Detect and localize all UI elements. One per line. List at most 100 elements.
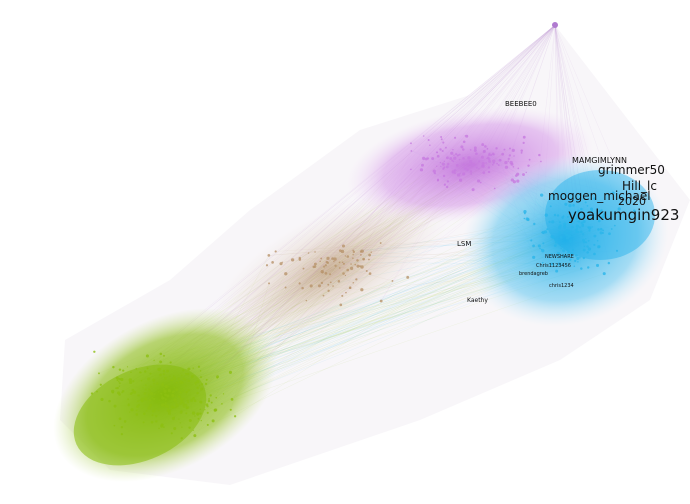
graph-node[interactable] bbox=[449, 157, 453, 161]
node-label[interactable]: 2020 bbox=[618, 195, 646, 208]
graph-node[interactable] bbox=[422, 156, 426, 160]
graph-node[interactable] bbox=[151, 409, 155, 413]
graph-node[interactable] bbox=[302, 267, 305, 270]
graph-node[interactable] bbox=[146, 367, 149, 370]
graph-node[interactable] bbox=[477, 179, 481, 183]
graph-node[interactable] bbox=[572, 216, 574, 218]
graph-node[interactable] bbox=[173, 386, 176, 389]
graph-node[interactable] bbox=[192, 429, 194, 431]
hub-node[interactable] bbox=[552, 22, 558, 28]
graph-node[interactable] bbox=[150, 420, 154, 424]
graph-node[interactable] bbox=[470, 173, 473, 175]
graph-node[interactable] bbox=[181, 426, 183, 428]
graph-node[interactable] bbox=[588, 229, 591, 232]
graph-node[interactable] bbox=[156, 382, 159, 385]
graph-node[interactable] bbox=[580, 267, 583, 270]
graph-node[interactable] bbox=[352, 249, 354, 251]
graph-node[interactable] bbox=[130, 408, 134, 412]
graph-node[interactable] bbox=[560, 247, 562, 250]
graph-node[interactable] bbox=[186, 399, 189, 402]
graph-node[interactable] bbox=[450, 151, 454, 155]
graph-node[interactable] bbox=[211, 419, 215, 423]
graph-node[interactable] bbox=[346, 255, 350, 258]
graph-node[interactable] bbox=[108, 399, 111, 403]
graph-node[interactable] bbox=[469, 170, 473, 173]
graph-node[interactable] bbox=[139, 371, 142, 374]
graph-node[interactable] bbox=[582, 256, 586, 260]
graph-node[interactable] bbox=[268, 282, 271, 285]
graph-node[interactable] bbox=[368, 258, 370, 261]
graph-node[interactable] bbox=[199, 370, 202, 372]
graph-node[interactable] bbox=[173, 398, 177, 402]
graph-node[interactable] bbox=[111, 391, 114, 394]
graph-node[interactable] bbox=[591, 210, 594, 213]
graph-node[interactable] bbox=[562, 215, 565, 217]
graph-node[interactable] bbox=[169, 408, 172, 411]
graph-node[interactable] bbox=[194, 381, 197, 385]
graph-node[interactable] bbox=[157, 391, 160, 393]
graph-node[interactable] bbox=[164, 393, 167, 397]
node-label[interactable]: MAMGIMLYNN bbox=[572, 156, 627, 165]
graph-node[interactable] bbox=[577, 209, 580, 213]
graph-node[interactable] bbox=[352, 257, 354, 259]
graph-node[interactable] bbox=[443, 160, 446, 162]
graph-node[interactable] bbox=[608, 232, 611, 236]
graph-node[interactable] bbox=[582, 219, 586, 223]
graph-node[interactable] bbox=[153, 393, 156, 396]
graph-node[interactable] bbox=[135, 413, 139, 416]
graph-node[interactable] bbox=[487, 166, 491, 169]
graph-node[interactable] bbox=[555, 269, 559, 273]
graph-node[interactable] bbox=[196, 380, 200, 384]
graph-node[interactable] bbox=[445, 156, 449, 160]
graph-node[interactable] bbox=[137, 394, 140, 397]
graph-node[interactable] bbox=[346, 268, 350, 272]
graph-node[interactable] bbox=[167, 385, 169, 388]
graph-node[interactable] bbox=[192, 396, 195, 400]
graph-node[interactable] bbox=[284, 286, 287, 289]
graph-node[interactable] bbox=[147, 406, 151, 410]
graph-node[interactable] bbox=[181, 389, 185, 392]
graph-node[interactable] bbox=[352, 250, 356, 254]
graph-node[interactable] bbox=[581, 233, 585, 236]
graph-node[interactable] bbox=[515, 174, 518, 177]
graph-node[interactable] bbox=[599, 231, 603, 235]
graph-node[interactable] bbox=[352, 282, 354, 284]
graph-node[interactable] bbox=[167, 411, 170, 414]
graph-node[interactable] bbox=[360, 249, 364, 253]
graph-node[interactable] bbox=[557, 262, 561, 266]
graph-node[interactable] bbox=[162, 403, 165, 406]
graph-node[interactable] bbox=[471, 188, 475, 192]
graph-node[interactable] bbox=[179, 390, 182, 394]
node-label[interactable]: grimmer50 bbox=[598, 163, 665, 177]
graph-node[interactable] bbox=[144, 397, 148, 401]
graph-node[interactable] bbox=[443, 183, 446, 186]
graph-node[interactable] bbox=[368, 253, 372, 257]
graph-node[interactable] bbox=[341, 261, 344, 264]
node-label[interactable]: Hill_lc bbox=[622, 179, 657, 193]
graph-node[interactable] bbox=[126, 366, 129, 368]
graph-node[interactable] bbox=[611, 191, 615, 195]
graph-node[interactable] bbox=[498, 158, 502, 162]
graph-node[interactable] bbox=[177, 377, 181, 380]
graph-node[interactable] bbox=[163, 354, 165, 357]
graph-node[interactable] bbox=[554, 241, 558, 244]
graph-node[interactable] bbox=[590, 207, 594, 211]
graph-node[interactable] bbox=[160, 423, 164, 427]
graph-node[interactable] bbox=[161, 382, 164, 385]
graph-node[interactable] bbox=[305, 299, 308, 302]
graph-node[interactable] bbox=[215, 396, 218, 399]
graph-node[interactable] bbox=[118, 393, 121, 396]
graph-node[interactable] bbox=[184, 403, 188, 407]
graph-node[interactable] bbox=[175, 401, 177, 403]
graph-node[interactable] bbox=[513, 155, 515, 157]
graph-node[interactable] bbox=[318, 284, 321, 288]
graph-node[interactable] bbox=[520, 151, 523, 154]
graph-node[interactable] bbox=[565, 233, 569, 237]
graph-node[interactable] bbox=[522, 135, 526, 139]
graph-node[interactable] bbox=[571, 248, 574, 251]
graph-node[interactable] bbox=[356, 259, 359, 262]
graph-node[interactable] bbox=[345, 291, 347, 294]
graph-node[interactable] bbox=[580, 221, 584, 225]
graph-node[interactable] bbox=[188, 418, 192, 423]
graph-node[interactable] bbox=[196, 412, 200, 416]
